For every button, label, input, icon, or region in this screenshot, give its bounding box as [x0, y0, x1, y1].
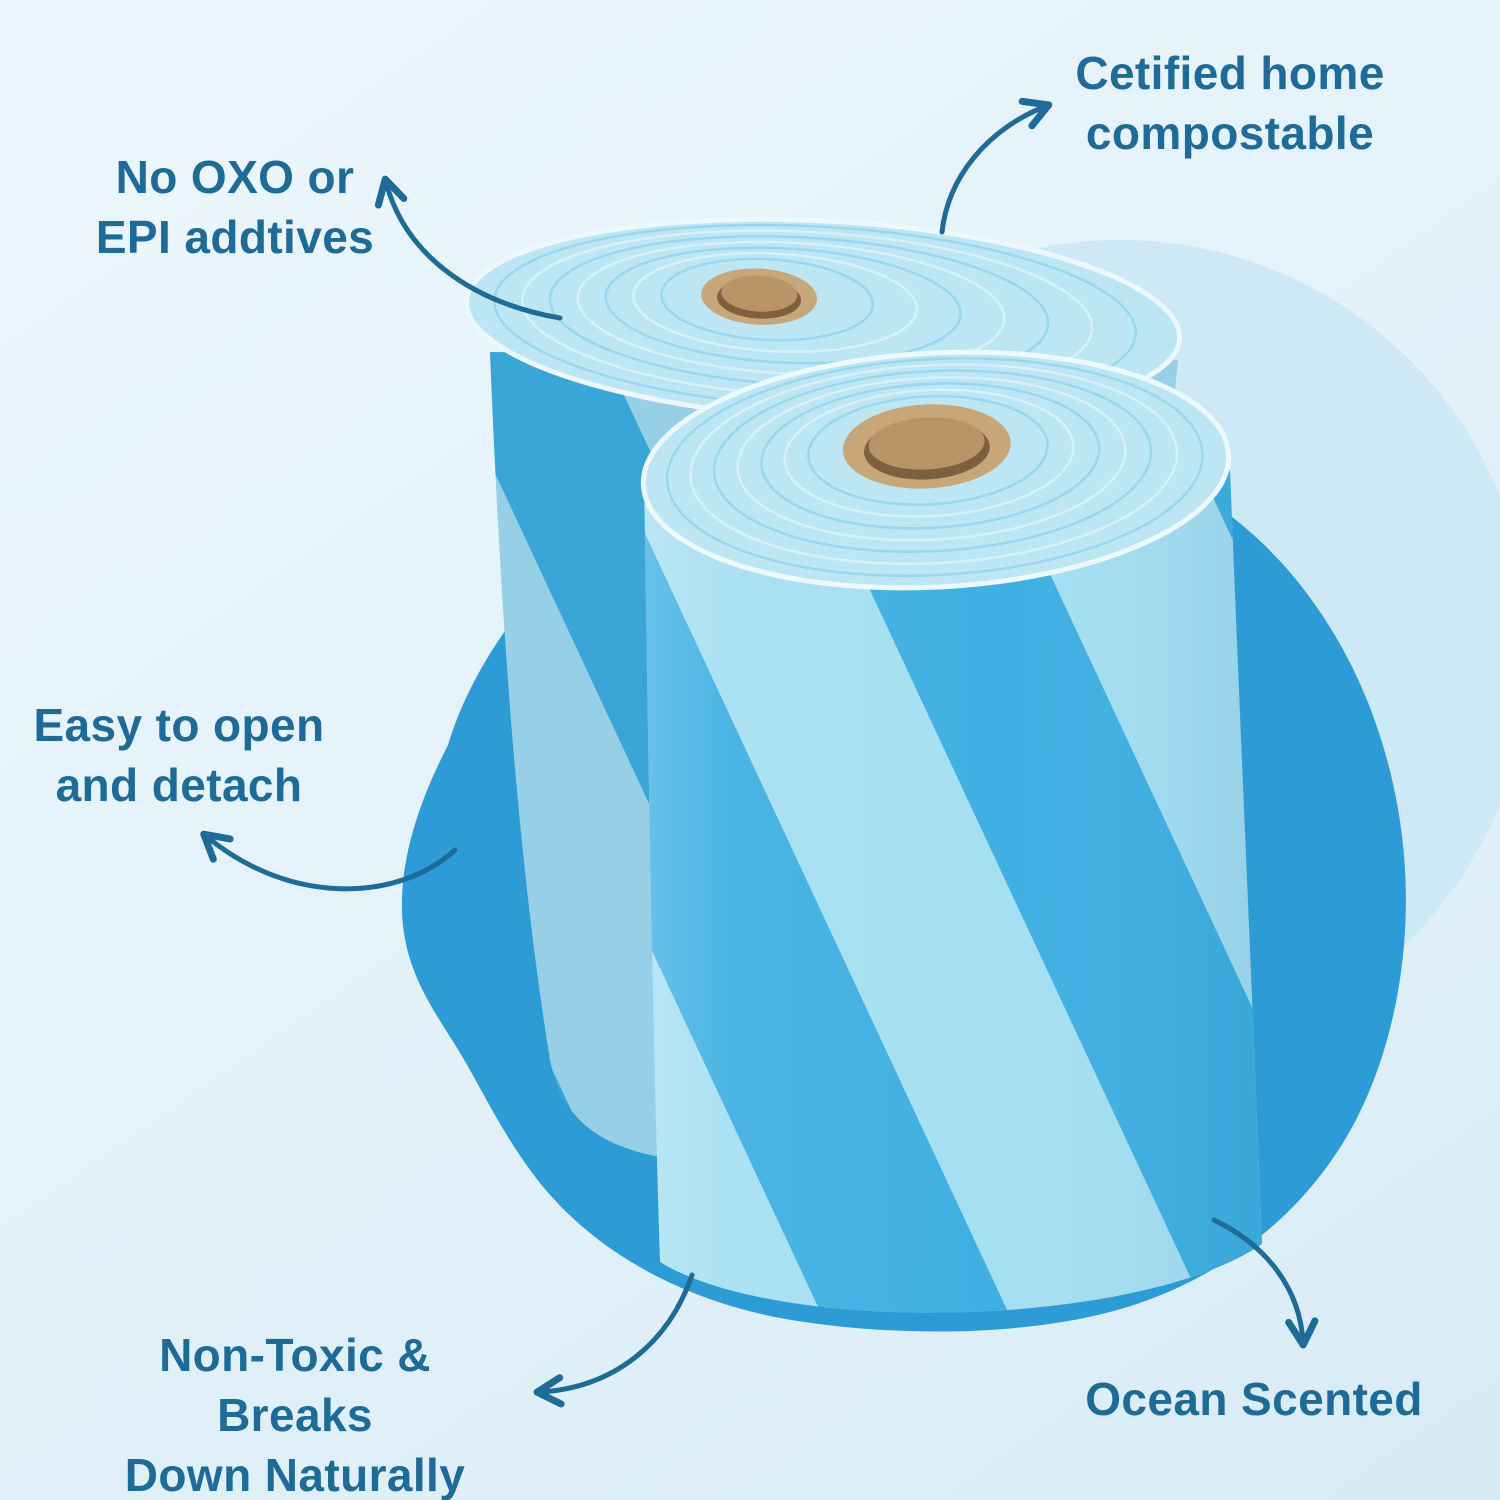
callout-easy-open-label: Easy to open and detach: [18, 696, 340, 816]
front-roll-core: [842, 404, 1011, 489]
arrow-no-oxo-icon: [374, 175, 563, 321]
callout-non-toxic-line1: Non-Toxic & Breaks: [159, 1329, 431, 1441]
arrow-compostable-icon: [939, 97, 1053, 235]
callout-no-oxo-label: No OXO or EPI addtives: [85, 148, 385, 268]
callout-ocean-scented-line1: Ocean Scented: [1085, 1373, 1423, 1425]
callout-ocean-scented-label: Ocean Scented: [1078, 1370, 1430, 1430]
callout-compostable-label: Cetified home compostable: [1035, 44, 1425, 164]
callout-easy-open-line2: and detach: [55, 758, 303, 811]
arrow-ocean-scented-icon: [1211, 1217, 1319, 1349]
arrow-easy-open-icon: [200, 830, 458, 892]
callout-no-oxo-line2: EPI addtives: [95, 210, 375, 263]
callout-non-toxic-line2: Down Naturally: [124, 1448, 466, 1500]
front-roll-film-rings: [665, 357, 1204, 578]
callout-no-oxo-line1: No OXO or: [115, 151, 355, 203]
arrow-non-toxic-icon: [533, 1272, 695, 1408]
callout-easy-open-line1: Easy to open: [33, 699, 325, 751]
callout-non-toxic-label: Non-Toxic & Breaks Down Naturally: [80, 1326, 510, 1500]
callout-compostable-line2: compostable: [1085, 106, 1375, 159]
front-roll-top-face: [640, 349, 1232, 591]
callout-compostable-line1: Cetified home: [1075, 47, 1385, 99]
callout-arrows: [200, 97, 1319, 1408]
back-roll-core: [701, 268, 818, 325]
